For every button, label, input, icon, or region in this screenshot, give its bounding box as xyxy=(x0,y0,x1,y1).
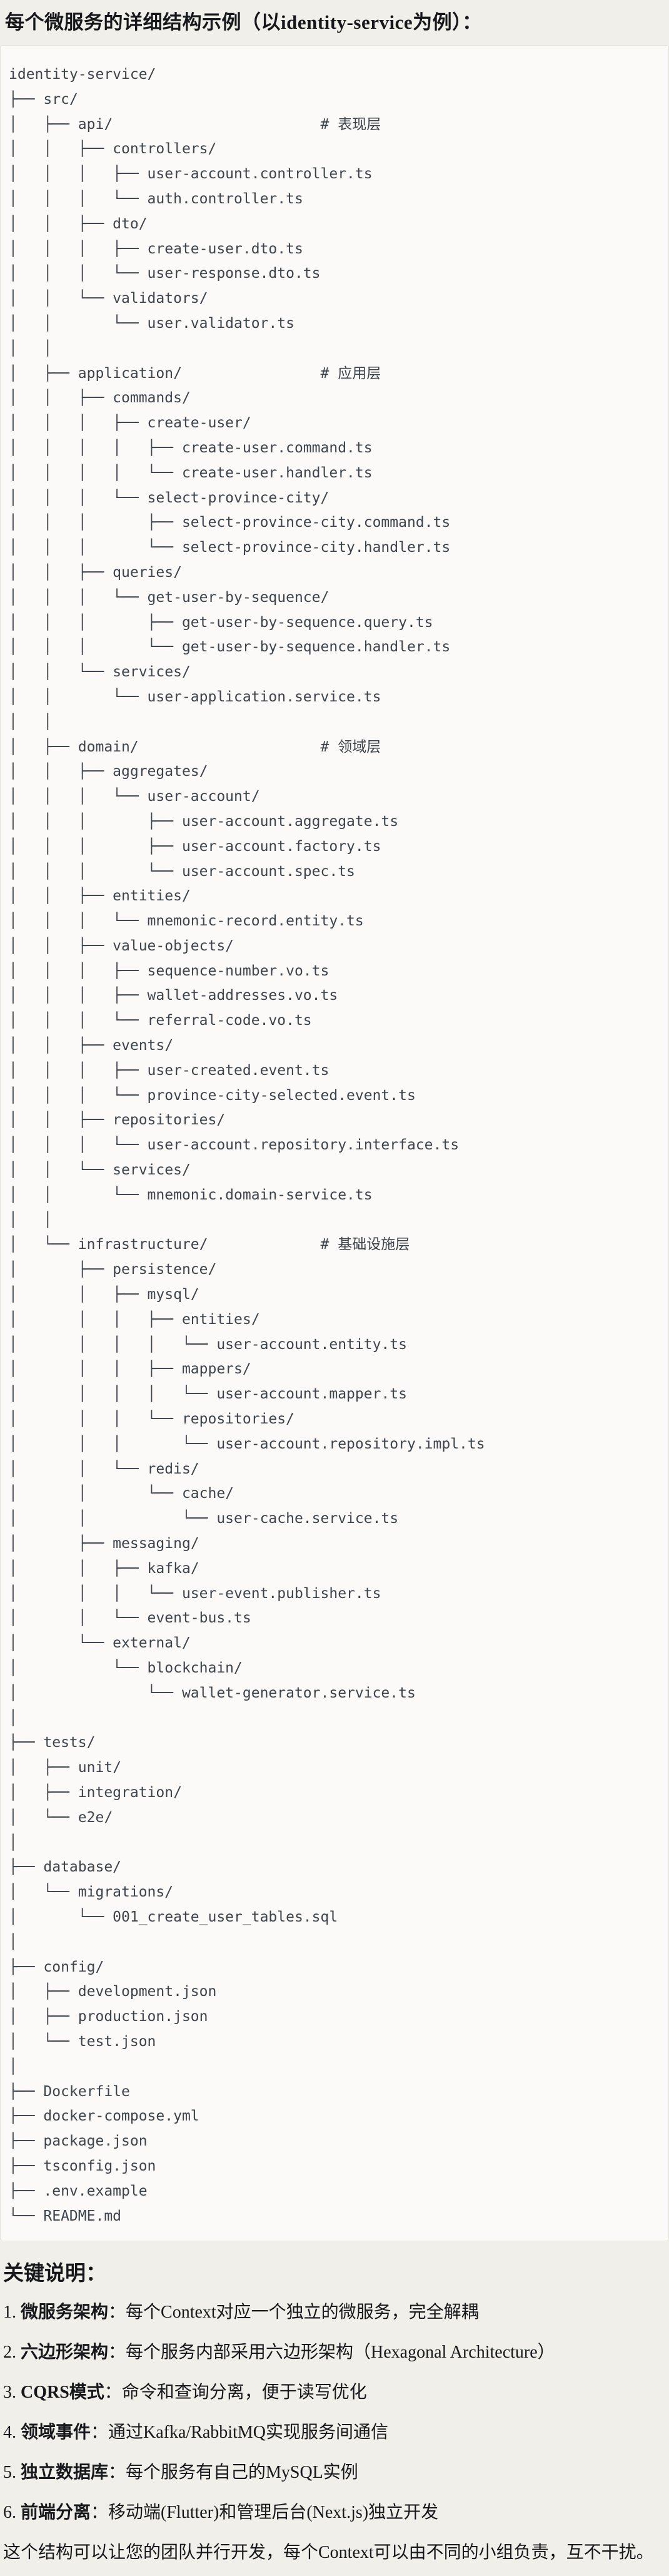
note-item-text: ：每个Context对应一个独立的微服务，完全解耦 xyxy=(108,2303,479,2323)
note-item-number: 5. xyxy=(3,2463,16,2483)
note-item-number: 4. xyxy=(3,2423,16,2443)
note-item: 2.六边形架构：每个服务内部采用六边形架构（Hexagonal Architec… xyxy=(3,2340,664,2365)
note-item: 3.CQRS模式：命令和查询分离，便于读写优化 xyxy=(3,2380,664,2405)
directory-tree: identity-service/ ├── src/ │ ├── api/ # … xyxy=(9,66,485,2224)
note-item-label: 微服务架构 xyxy=(21,2303,109,2323)
note-item-number: 6. xyxy=(3,2503,16,2523)
note-item: 5.独立数据库：每个服务有自己的MySQL实例 xyxy=(3,2460,664,2485)
note-item-label: 前端分离 xyxy=(21,2503,91,2523)
page-title: 每个微服务的详细结构示例（以identity-service为例）： xyxy=(5,11,482,33)
note-item: 4.领域事件：通过Kafka/RabbitMQ实现服务间通信 xyxy=(3,2420,664,2445)
note-item-label: CQRS模式 xyxy=(21,2383,104,2403)
notes-heading: 关键说明： xyxy=(3,2263,106,2286)
note-item-label: 六边形架构 xyxy=(21,2343,109,2363)
note-item: 1.微服务架构：每个Context对应一个独立的微服务，完全解耦 xyxy=(3,2300,664,2325)
note-item: 6.前端分离：移动端(Flutter)和管理后台(Next.js)独立开发 xyxy=(3,2500,664,2525)
notes-footer: 这个结构可以让您的团队并行开发，每个Context可以由不同的小组负责，互不干扰… xyxy=(3,2543,654,2563)
note-item-label: 独立数据库 xyxy=(21,2463,109,2483)
note-item-number: 1. xyxy=(3,2303,16,2323)
notes-section: 关键说明： 1.微服务架构：每个Context对应一个独立的微服务，完全解耦 2… xyxy=(0,2260,669,2565)
note-item-label: 领域事件 xyxy=(21,2423,91,2443)
note-item-text: ：命令和查询分离，便于读写优化 xyxy=(104,2383,367,2403)
note-item-number: 2. xyxy=(3,2343,16,2363)
note-item-text: ：移动端(Flutter)和管理后台(Next.js)独立开发 xyxy=(91,2503,439,2523)
note-item-text: ：每个服务内部采用六边形架构（Hexagonal Architecture） xyxy=(108,2343,555,2363)
note-item-text: ：每个服务有自己的MySQL实例 xyxy=(108,2463,358,2483)
note-item-number: 3. xyxy=(3,2383,16,2403)
code-block: identity-service/ ├── src/ │ ├── api/ # … xyxy=(0,45,669,2242)
notes-list: 1.微服务架构：每个Context对应一个独立的微服务，完全解耦 2.六边形架构… xyxy=(3,2300,664,2525)
note-item-text: ：通过Kafka/RabbitMQ实现服务间通信 xyxy=(91,2423,388,2443)
